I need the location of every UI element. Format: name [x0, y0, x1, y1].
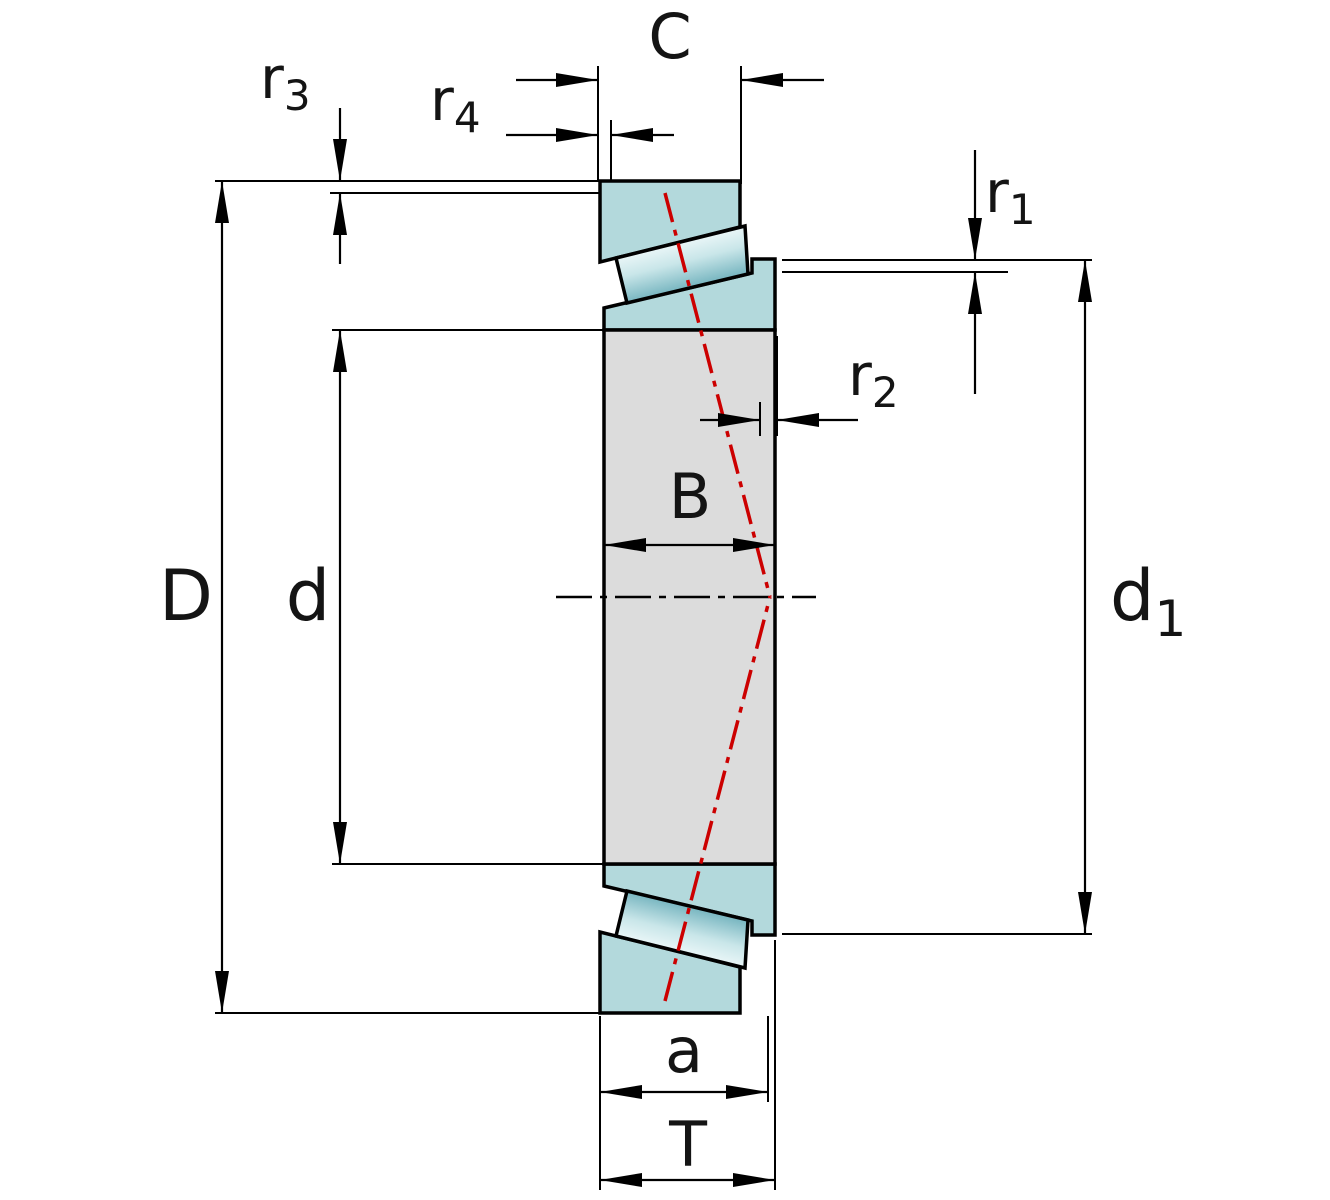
- dimension-lines: [215, 73, 1092, 1187]
- label-r1: r1: [985, 158, 1036, 234]
- dimension-labels: D d d1 B C a T r3 r4 r1 r2: [159, 0, 1186, 1181]
- label-B: B: [669, 460, 712, 533]
- bearing-upper-half-section: [598, 179, 777, 332]
- label-d1: d1: [1110, 555, 1186, 648]
- bearing-lower-half-section: [598, 862, 777, 1015]
- label-a: a: [665, 1014, 703, 1087]
- label-D: D: [159, 555, 213, 637]
- label-r4: r4: [430, 66, 481, 142]
- label-r2: r2: [848, 341, 899, 417]
- pressure-line-upper: [663, 192, 772, 598]
- label-T: T: [668, 1108, 708, 1181]
- label-d: d: [286, 555, 330, 637]
- pressure-line-lower: [663, 596, 772, 1002]
- label-C: C: [648, 0, 691, 73]
- label-r3: r3: [260, 44, 311, 120]
